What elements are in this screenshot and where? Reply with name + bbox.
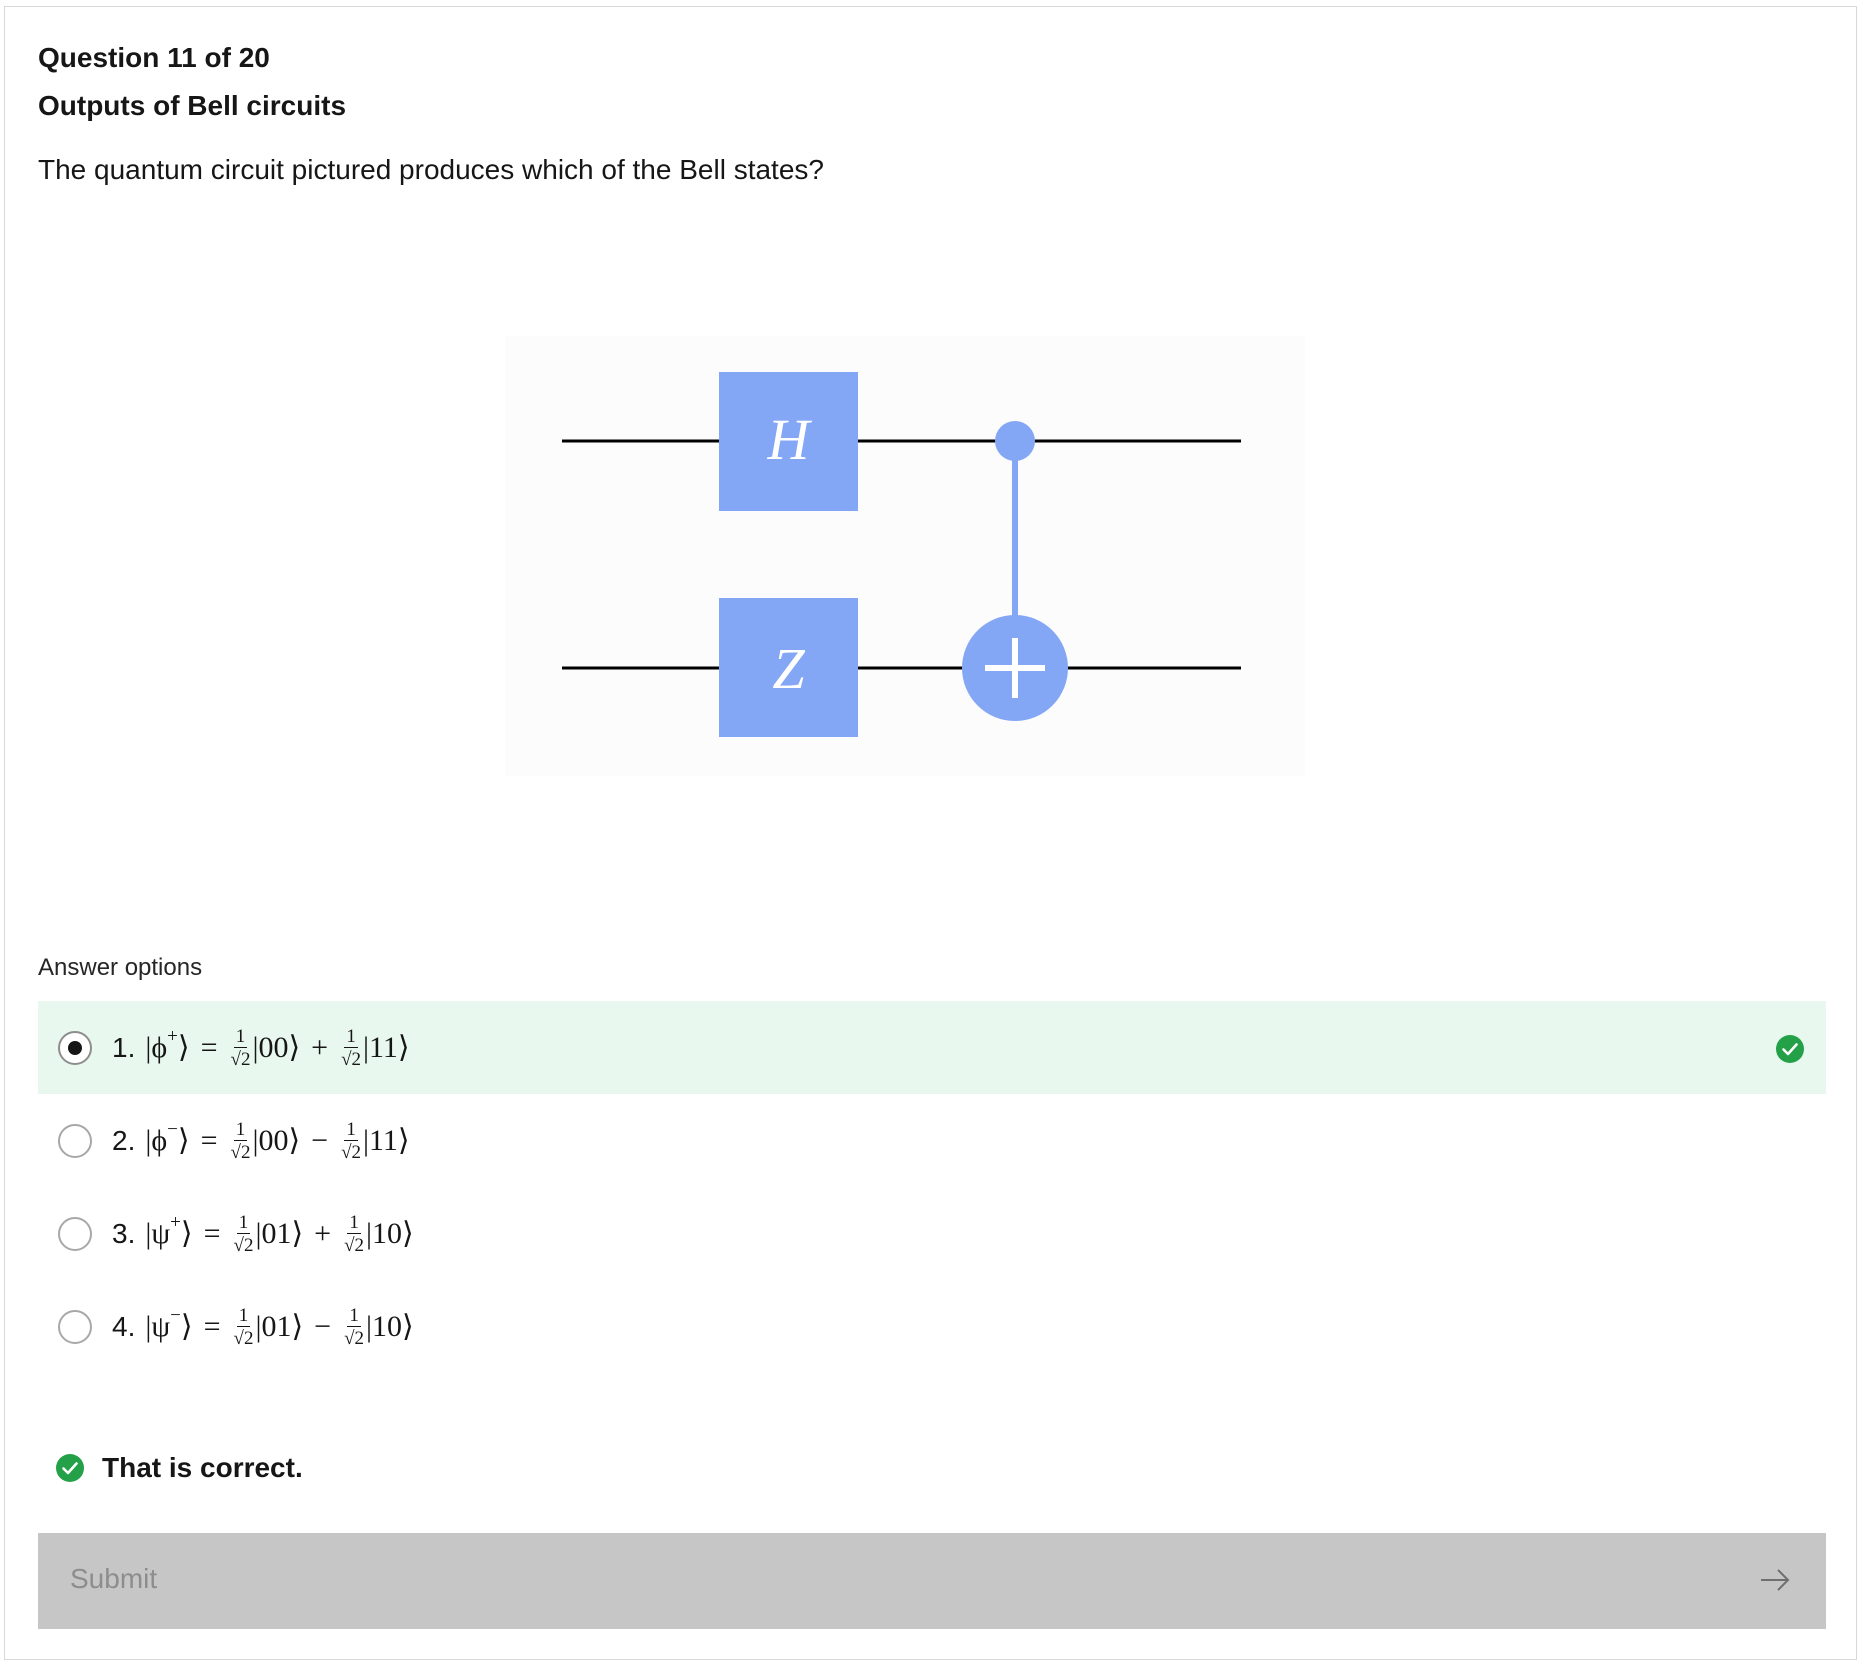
feedback-message: That is correct. [56, 1452, 303, 1484]
ket-b: |10⟩ [366, 1217, 414, 1250]
operator: − [311, 1123, 329, 1157]
answer-option-label: 3. |ψ+⟩ = 1√2 |01⟩ + 1√2 |10⟩ [112, 1211, 414, 1255]
state-ket-open: |ψ [145, 1309, 171, 1343]
equals-sign: = [200, 1123, 218, 1157]
operator: + [311, 1030, 329, 1064]
operator: − [314, 1309, 332, 1343]
answer-option-1[interactable]: 1. |ϕ+⟩ = 1√2 |00⟩ + 1√2 |11⟩ [38, 1001, 1826, 1094]
submit-button[interactable]: Submit [38, 1533, 1826, 1629]
fraction: 1√2 [234, 1306, 254, 1348]
state-ket-open: |ψ [145, 1216, 171, 1250]
ket-a: |00⟩ [252, 1031, 301, 1064]
fraction-numerator: 1 [233, 1025, 248, 1048]
check-circle-icon [1776, 1035, 1804, 1063]
ket-a: |01⟩ [255, 1217, 304, 1250]
fraction-numerator: 1 [236, 1304, 251, 1327]
arrow-right-icon [1761, 1569, 1790, 1591]
cnot-control-dot [995, 421, 1035, 461]
fraction: 1√2 [344, 1213, 364, 1255]
z-gate [719, 598, 858, 737]
answer-option-3[interactable]: 3. |ψ+⟩ = 1√2 |01⟩ + 1√2 |10⟩ [38, 1187, 1826, 1280]
equals-sign: = [203, 1216, 221, 1250]
question-title: Outputs of Bell circuits [38, 90, 347, 121]
fraction-denominator: √2 [341, 1048, 362, 1070]
ket-b: |11⟩ [363, 1124, 410, 1157]
radio-button[interactable] [58, 1216, 92, 1251]
quantum-circuit-figure: H Z [505, 336, 1305, 776]
radio-button[interactable] [58, 1123, 92, 1158]
operator: + [314, 1216, 332, 1250]
option-number: 2. [112, 1124, 136, 1156]
fraction-numerator: 1 [236, 1211, 251, 1234]
fraction: 1√2 [344, 1306, 364, 1348]
check-circle-icon [56, 1454, 84, 1482]
ket-a: |00⟩ [252, 1124, 301, 1157]
h-gate [719, 372, 858, 511]
fraction-denominator: √2 [230, 1048, 251, 1070]
fraction: 1√2 [341, 1027, 361, 1069]
answer-option-label: 1. |ϕ+⟩ = 1√2 |00⟩ + 1√2 |11⟩ [112, 1025, 410, 1069]
answer-options-heading: Answer options [38, 954, 203, 981]
answer-option-label: 2. |ϕ−⟩ = 1√2 |00⟩ − 1√2 |11⟩ [112, 1118, 410, 1162]
answer-option-4[interactable]: 4. |ψ−⟩ = 1√2 |01⟩ − 1√2 |10⟩ [38, 1280, 1826, 1373]
state-ket-close: ⟩ [177, 1124, 190, 1157]
state-ket-close: ⟩ [177, 1031, 190, 1064]
radio-button-checked[interactable] [58, 1030, 92, 1065]
fraction-denominator: √2 [344, 1327, 365, 1349]
state-superscript: + [167, 1025, 178, 1047]
fraction-denominator: √2 [344, 1234, 365, 1256]
option-number: 4. [112, 1310, 136, 1342]
state-superscript: − [167, 1118, 178, 1140]
state-superscript: − [170, 1304, 181, 1326]
fraction-denominator: √2 [233, 1234, 254, 1256]
ket-b: |10⟩ [366, 1310, 414, 1343]
fraction: 1√2 [234, 1213, 254, 1255]
fraction: 1√2 [231, 1120, 251, 1162]
option-number: 1. [112, 1031, 136, 1063]
answer-option-label: 4. |ψ−⟩ = 1√2 |01⟩ − 1√2 |10⟩ [112, 1304, 414, 1348]
equals-sign: = [203, 1309, 221, 1343]
answer-options-list: 1. |ϕ+⟩ = 1√2 |00⟩ + 1√2 |11⟩ 2. |ϕ−⟩ = … [38, 1001, 1826, 1373]
fraction-denominator: √2 [230, 1141, 251, 1163]
state-ket-open: |ϕ [145, 1123, 168, 1157]
fraction-denominator: √2 [233, 1327, 254, 1349]
state-ket-open: |ϕ [145, 1030, 168, 1064]
feedback-text: That is correct. [102, 1452, 303, 1483]
ket-b: |11⟩ [363, 1031, 410, 1064]
radio-button[interactable] [58, 1309, 92, 1344]
answer-option-2[interactable]: 2. |ϕ−⟩ = 1√2 |00⟩ − 1√2 |11⟩ [38, 1094, 1826, 1187]
fraction-numerator: 1 [347, 1304, 361, 1327]
h-gate-label: H [767, 407, 813, 472]
state-superscript: + [170, 1211, 181, 1233]
fraction: 1√2 [341, 1120, 361, 1162]
circuit-diagram: H Z [562, 372, 1241, 737]
question-prompt: The quantum circuit pictured produces wh… [38, 154, 824, 185]
fraction-numerator: 1 [233, 1118, 248, 1141]
state-ket-close: ⟩ [180, 1310, 193, 1343]
submit-label: Submit [70, 1563, 158, 1594]
fraction-numerator: 1 [344, 1118, 358, 1141]
fraction-numerator: 1 [344, 1025, 358, 1048]
question-progress: Question 11 of 20 [38, 42, 270, 73]
option-number: 3. [112, 1217, 136, 1249]
equals-sign: = [200, 1030, 218, 1064]
fraction-numerator: 1 [347, 1211, 361, 1234]
question-card [4, 6, 1857, 1660]
fraction-denominator: √2 [341, 1141, 362, 1163]
state-ket-close: ⟩ [180, 1217, 193, 1250]
fraction: 1√2 [231, 1027, 251, 1069]
z-gate-label: Z [772, 636, 805, 701]
ket-a: |01⟩ [255, 1310, 304, 1343]
